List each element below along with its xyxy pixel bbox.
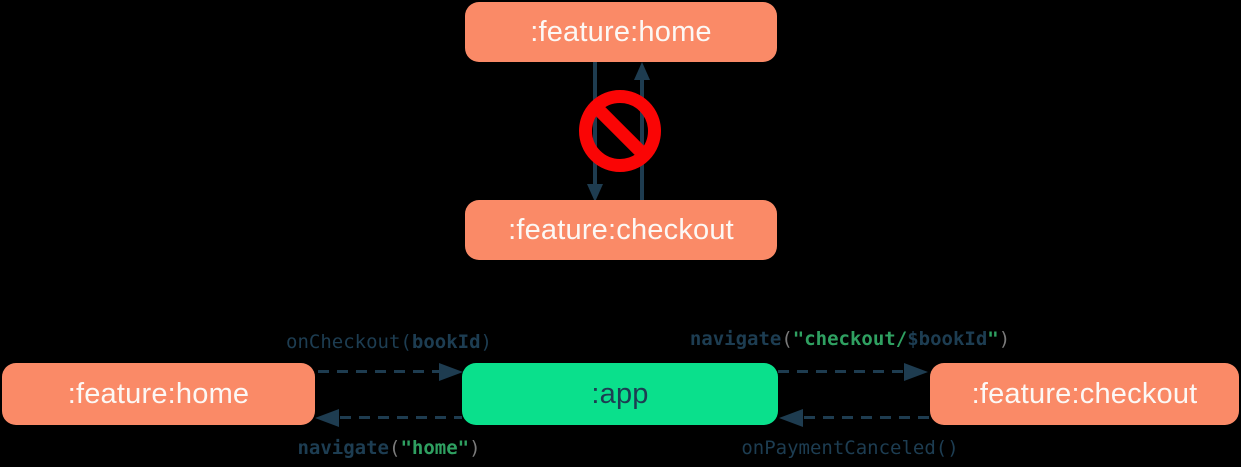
prohibited-icon	[579, 90, 661, 172]
arrow-home-to-checkout-head	[587, 184, 603, 202]
module-box-feature-home: :feature:home	[2, 363, 315, 425]
label-oncheckout-call: onCheckout(bookId)	[286, 331, 492, 353]
arrow-app-to-checkout-head	[904, 363, 928, 381]
code-segment: navigate	[297, 437, 389, 459]
code-segment: bookId	[411, 331, 481, 353]
arrow-checkout-to-app-head	[779, 409, 803, 427]
code-segment: )	[480, 331, 492, 353]
arrow-app-to-home-head	[315, 409, 339, 427]
code-segment: "home"	[400, 437, 470, 459]
module-box-feature-home-top: :feature:home	[465, 2, 777, 62]
prohibited-icon-slash	[594, 105, 646, 157]
code-segment: (	[388, 437, 401, 459]
arrow-app-to-home-line	[340, 416, 462, 419]
code-segment: onCheckout(	[286, 331, 412, 353]
code-segment: "	[987, 328, 999, 350]
code-segment: $bookId	[907, 328, 988, 350]
code-segment: )	[998, 328, 1011, 350]
label-navigate-checkout-call: navigate("checkout/$bookId")	[690, 328, 1010, 350]
arrow-home-to-app-line	[318, 370, 440, 373]
code-segment: )	[469, 437, 481, 459]
code-segment: "checkout/	[792, 328, 908, 350]
module-box-feature-checkout-top: :feature:checkout	[465, 200, 777, 260]
arrow-checkout-to-home-head	[634, 62, 650, 80]
code-segment: navigate	[689, 328, 782, 350]
arrow-home-to-app-head	[439, 363, 463, 381]
code-segment: onPaymentCanceled()	[741, 437, 959, 459]
label-navigate-home-call: navigate("home")	[297, 437, 480, 459]
code-segment: (	[781, 328, 793, 350]
module-box-feature-checkout: :feature:checkout	[930, 363, 1239, 425]
module-box-app: :app	[462, 363, 778, 425]
arrow-app-to-checkout-line	[778, 370, 906, 373]
label-onpaymentcanceled-call: onPaymentCanceled()	[741, 437, 958, 459]
arrow-checkout-to-app-line	[804, 416, 930, 419]
